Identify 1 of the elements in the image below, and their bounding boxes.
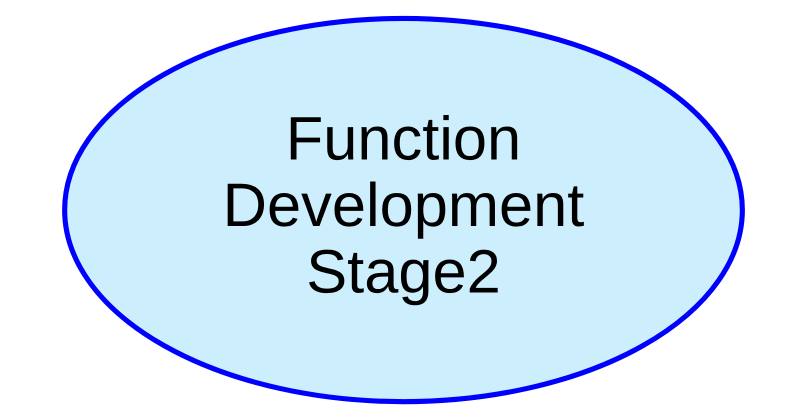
node-ellipse: Function Development Stage2 xyxy=(62,16,744,404)
